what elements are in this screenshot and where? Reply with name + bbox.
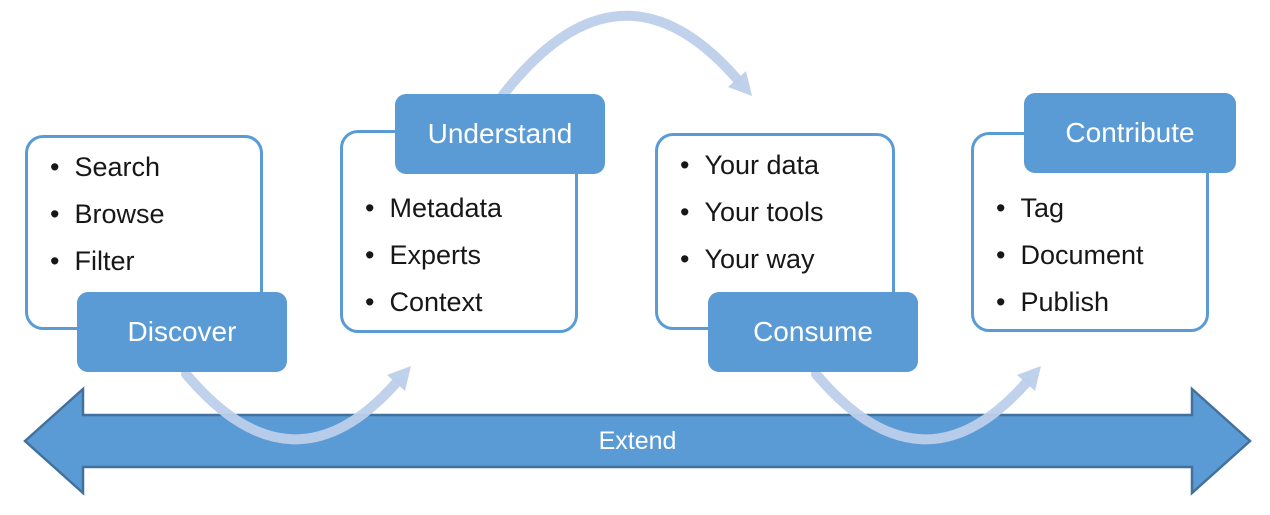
- extend-double-arrow-shape: [23, 386, 1252, 496]
- extend-arrow-label: Extend: [598, 426, 677, 455]
- stage-label-consume: Consume: [708, 292, 918, 372]
- list-item: Your tools: [680, 189, 892, 236]
- list-item: Tag: [996, 185, 1206, 232]
- list-item: Publish: [996, 279, 1206, 326]
- understand-item-list: Metadata Experts Context: [343, 133, 575, 326]
- curved-arrow-understand-to-consume-icon: [498, 10, 752, 100]
- list-item: Document: [996, 232, 1206, 279]
- stage-label-contribute: Contribute: [1024, 93, 1236, 173]
- list-item: Filter: [50, 238, 260, 285]
- stage-label-understand: Understand: [395, 94, 605, 174]
- stage-label-discover: Discover: [77, 292, 287, 372]
- curved-arrow-consume-to-contribute-icon: [811, 366, 1041, 445]
- list-item: Your data: [680, 142, 892, 189]
- consume-item-list: Your data Your tools Your way: [658, 136, 892, 283]
- list-item: Your way: [680, 236, 892, 283]
- list-item: Metadata: [365, 185, 575, 232]
- list-item: Experts: [365, 232, 575, 279]
- contribute-item-list: Tag Document Publish: [974, 135, 1206, 326]
- list-item: Search: [50, 144, 260, 191]
- curved-arrow-discover-to-understand-icon: [181, 366, 411, 445]
- list-item: Context: [365, 279, 575, 326]
- list-item: Browse: [50, 191, 260, 238]
- discover-item-list: Search Browse Filter: [28, 138, 260, 285]
